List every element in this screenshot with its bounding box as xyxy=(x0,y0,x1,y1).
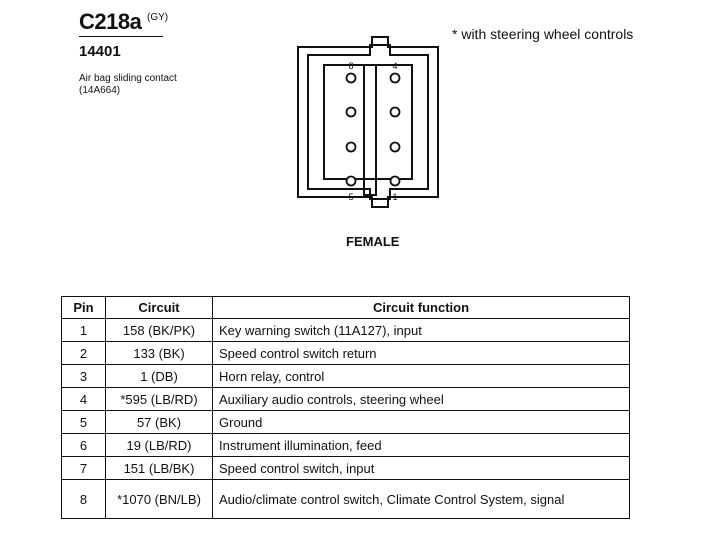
title-underline xyxy=(79,36,163,37)
connector-face-diagram: 8 4 5 1 xyxy=(297,36,439,208)
table-row: 6 19 (LB/RD) Instrument illumination, fe… xyxy=(61,433,630,457)
cell-pin: 7 xyxy=(61,456,106,480)
pin-6-socket xyxy=(345,141,357,153)
table-row: 5 57 (BK) Ground xyxy=(61,410,630,434)
pin-label-top-left: 8 xyxy=(348,61,353,71)
cell-function: Speed control switch return xyxy=(212,341,630,365)
connector-housing-outer xyxy=(297,36,439,208)
connector-cavity xyxy=(323,64,413,180)
connector-key xyxy=(363,64,377,196)
table-row: 7 151 (LB/BK) Speed control switch, inpu… xyxy=(61,456,630,480)
table-row: 3 1 (DB) Horn relay, control xyxy=(61,364,630,388)
table-row: 1 158 (BK/PK) Key warning switch (11A127… xyxy=(61,318,630,342)
cell-pin: 6 xyxy=(61,433,106,457)
cell-function: Key warning switch (11A127), input xyxy=(212,318,630,342)
connector-housing-inner xyxy=(307,44,429,200)
cell-function: Horn relay, control xyxy=(212,364,630,388)
pin-1-socket xyxy=(389,175,401,187)
part-number: 14401 xyxy=(79,43,121,60)
cell-circuit: 57 (BK) xyxy=(105,410,213,434)
connector-color: (GY) xyxy=(147,12,169,23)
table-row: 2 133 (BK) Speed control switch return xyxy=(61,341,630,365)
pin-label-top-right: 4 xyxy=(392,61,397,71)
connector-id: C218a xyxy=(79,9,142,34)
pin-label-bottom-left: 5 xyxy=(348,192,353,202)
pin-label-bottom-right: 1 xyxy=(392,192,397,202)
connector-description: Air bag sliding contact (14A664) xyxy=(79,73,177,96)
pin-3-socket xyxy=(389,106,401,118)
cell-circuit: 133 (BK) xyxy=(105,341,213,365)
pin-4-socket xyxy=(389,72,401,84)
connector-gender-label: FEMALE xyxy=(346,234,400,249)
cell-function: Audio/climate control switch, Climate Co… xyxy=(212,479,630,519)
pin-7-socket xyxy=(345,106,357,118)
cell-function: Ground xyxy=(212,410,630,434)
cell-circuit: 151 (LB/BK) xyxy=(105,456,213,480)
pin-8-socket xyxy=(345,72,357,84)
cell-pin: 2 xyxy=(61,341,106,365)
cell-circuit: 158 (BK/PK) xyxy=(105,318,213,342)
cell-function: Auxiliary audio controls, steering wheel xyxy=(212,387,630,411)
footnote: * with steering wheel controls xyxy=(452,26,634,42)
cell-circuit: *1070 (BN/LB) xyxy=(105,479,213,519)
pin-5-socket xyxy=(345,175,357,187)
pin-2-socket xyxy=(389,141,401,153)
pinout-table: Pin Circuit Circuit function 1 158 (BK/P… xyxy=(61,296,630,519)
cell-function: Instrument illumination, feed xyxy=(212,433,630,457)
cell-pin: 1 xyxy=(61,318,106,342)
cell-pin: 8 xyxy=(61,479,106,519)
cell-circuit: 1 (DB) xyxy=(105,364,213,388)
cell-pin: 4 xyxy=(61,387,106,411)
cell-pin: 3 xyxy=(61,364,106,388)
table-row: 4 *595 (LB/RD) Auxiliary audio controls,… xyxy=(61,387,630,411)
table-header-row: Pin Circuit Circuit function xyxy=(61,296,630,319)
cell-circuit: 19 (LB/RD) xyxy=(105,433,213,457)
header-pin: Pin xyxy=(61,296,106,319)
header-circuit: Circuit xyxy=(105,296,213,319)
table-row: 8 *1070 (BN/LB) Audio/climate control sw… xyxy=(61,479,630,519)
cell-pin: 5 xyxy=(61,410,106,434)
header-function: Circuit function xyxy=(212,296,630,319)
cell-circuit: *595 (LB/RD) xyxy=(105,387,213,411)
cell-function: Speed control switch, input xyxy=(212,456,630,480)
